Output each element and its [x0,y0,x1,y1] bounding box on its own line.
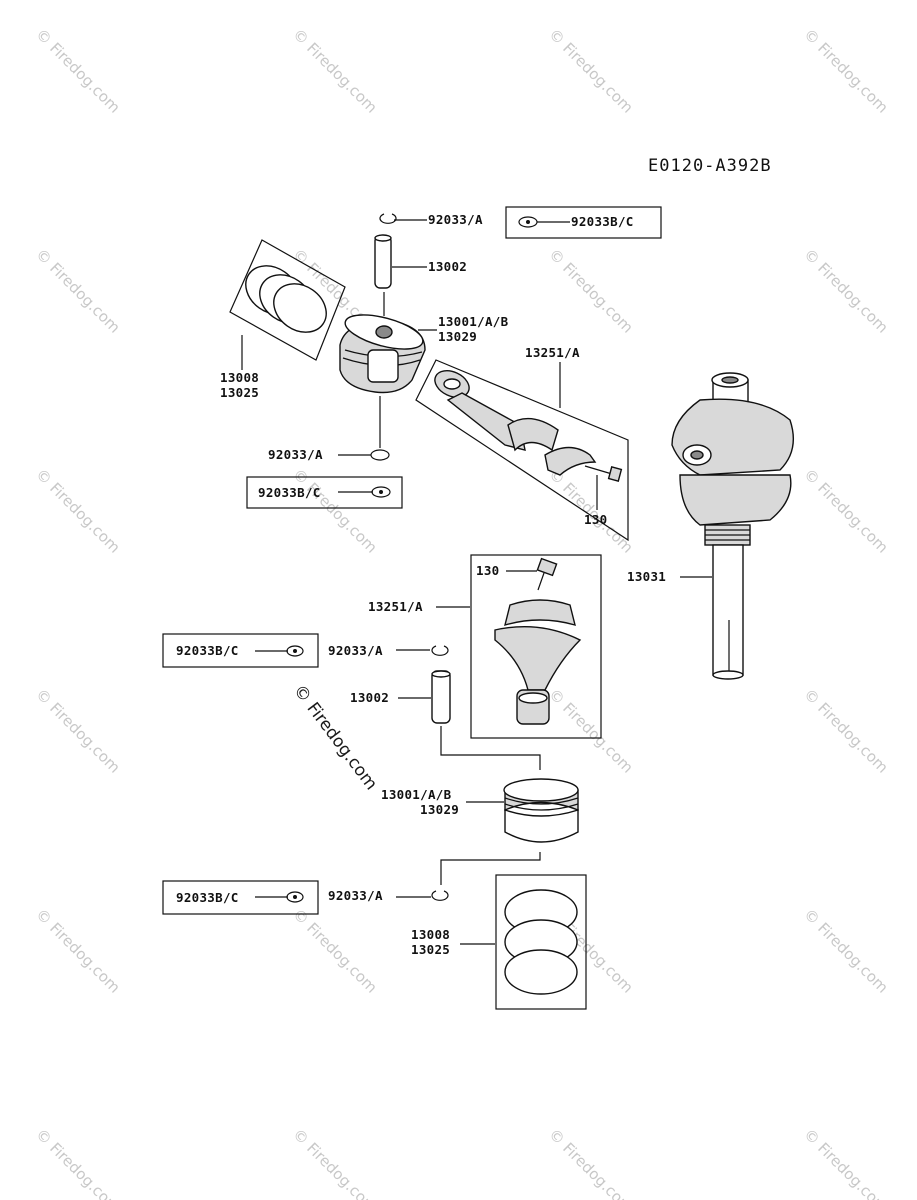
circlip-alt-bottom-2[interactable] [286,891,304,903]
watermark: © Firedog.com [32,685,124,777]
label-top-conrod: 13251/A [525,345,580,360]
piston-top[interactable] [339,308,426,394]
label-bot-clip-2: 92033/A [328,888,383,903]
watermark: © Firedog.com [800,465,892,557]
rings-box-bottom [495,874,587,1010]
circlip-alt-bottom-1[interactable] [286,645,304,657]
label-top-bolt: 130 [584,512,607,527]
watermark: © Firedog.com [545,25,637,117]
connecting-rod-bottom[interactable] [494,599,582,725]
diagram-code: E0120-A392B [648,156,772,176]
watermark: © Firedog.com [545,685,637,777]
connecting-rod-top[interactable] [431,366,597,476]
rings-box-top [229,239,346,361]
watermark: © Firedog.com [32,245,124,337]
label-crankshaft: 13031 [627,569,666,584]
watermark: © Firedog.com [800,1125,892,1200]
conrod-box-top [415,359,629,542]
watermark: © Firedog.com [800,245,892,337]
watermark: © Firedog.com [545,465,637,557]
watermark: © Firedog.com [32,465,124,557]
label-bot-clip-alt-1: 92033B/C [176,643,239,658]
label-top-clip-lower: 92033/A [268,447,323,462]
watermark: © Firedog.com [289,25,381,117]
piston-rings-top[interactable] [236,256,335,342]
alt-part-box-top-lower [246,476,403,509]
watermark: © Firedog.com [32,1125,124,1200]
label-top-rings-1: 13008 [220,370,259,385]
conrod-bolt-bottom[interactable] [536,557,558,591]
label-top-clip-alt: 92033B/C [571,214,634,229]
label-top-piston-1: 13001/A/B [438,314,509,329]
label-bot-rings-1: 13008 [411,927,450,942]
label-top-clip: 92033/A [428,212,483,227]
alt-part-box-bottom-2 [162,880,319,915]
conrod-bolt-top[interactable] [584,465,623,482]
watermark-grid: © Firedog.com © Firedog.com © Firedog.co… [32,25,892,1200]
circlip-top-lower[interactable] [370,449,390,461]
label-bot-rings-2: 13025 [411,942,450,957]
alt-part-box-bottom-1 [162,633,319,668]
watermark: © Firedog.com [800,905,892,997]
label-bot-conrod: 13251/A [368,599,423,614]
circlip-bottom-1[interactable] [431,645,449,656]
watermark: © Firedog.com [800,25,892,117]
piston-pin-bottom[interactable] [431,670,451,724]
label-bot-pin: 13002 [350,690,389,705]
circlip-alt-top-lower[interactable] [371,486,391,498]
watermark: © Firedog.com [800,685,892,777]
watermark: © Firedog.com [32,905,124,997]
label-bot-piston-2: 13029 [420,802,459,817]
watermark: © Firedog.com [289,465,381,557]
alt-part-box-top [505,206,662,239]
crankshaft[interactable] [671,372,794,680]
watermark: © Firedog.com [289,905,381,997]
label-bot-piston-1: 13001/A/B [381,787,452,802]
circlip-top[interactable] [379,213,397,224]
conrod-box-bottom [470,554,602,739]
piston-rings-bottom[interactable] [504,889,578,995]
label-top-piston-2: 13029 [438,329,477,344]
label-top-pin: 13002 [428,259,467,274]
circlip-bottom-2[interactable] [431,890,449,901]
circlip-alt-top[interactable] [518,216,538,228]
piston-pin-top[interactable] [374,234,392,289]
watermark: © Firedog.com [545,245,637,337]
label-top-clip-lower-alt: 92033B/C [258,485,321,500]
label-bot-clip-alt-2: 92033B/C [176,890,239,905]
label-bot-bolt: 130 [476,563,499,578]
label-top-rings-2: 13025 [220,385,259,400]
watermark: © Firedog.com [289,1125,381,1200]
label-bot-clip-1: 92033/A [328,643,383,658]
watermark: © Firedog.com [32,25,124,117]
watermark: © Firedog.com [545,1125,637,1200]
piston-bottom[interactable] [503,778,579,843]
